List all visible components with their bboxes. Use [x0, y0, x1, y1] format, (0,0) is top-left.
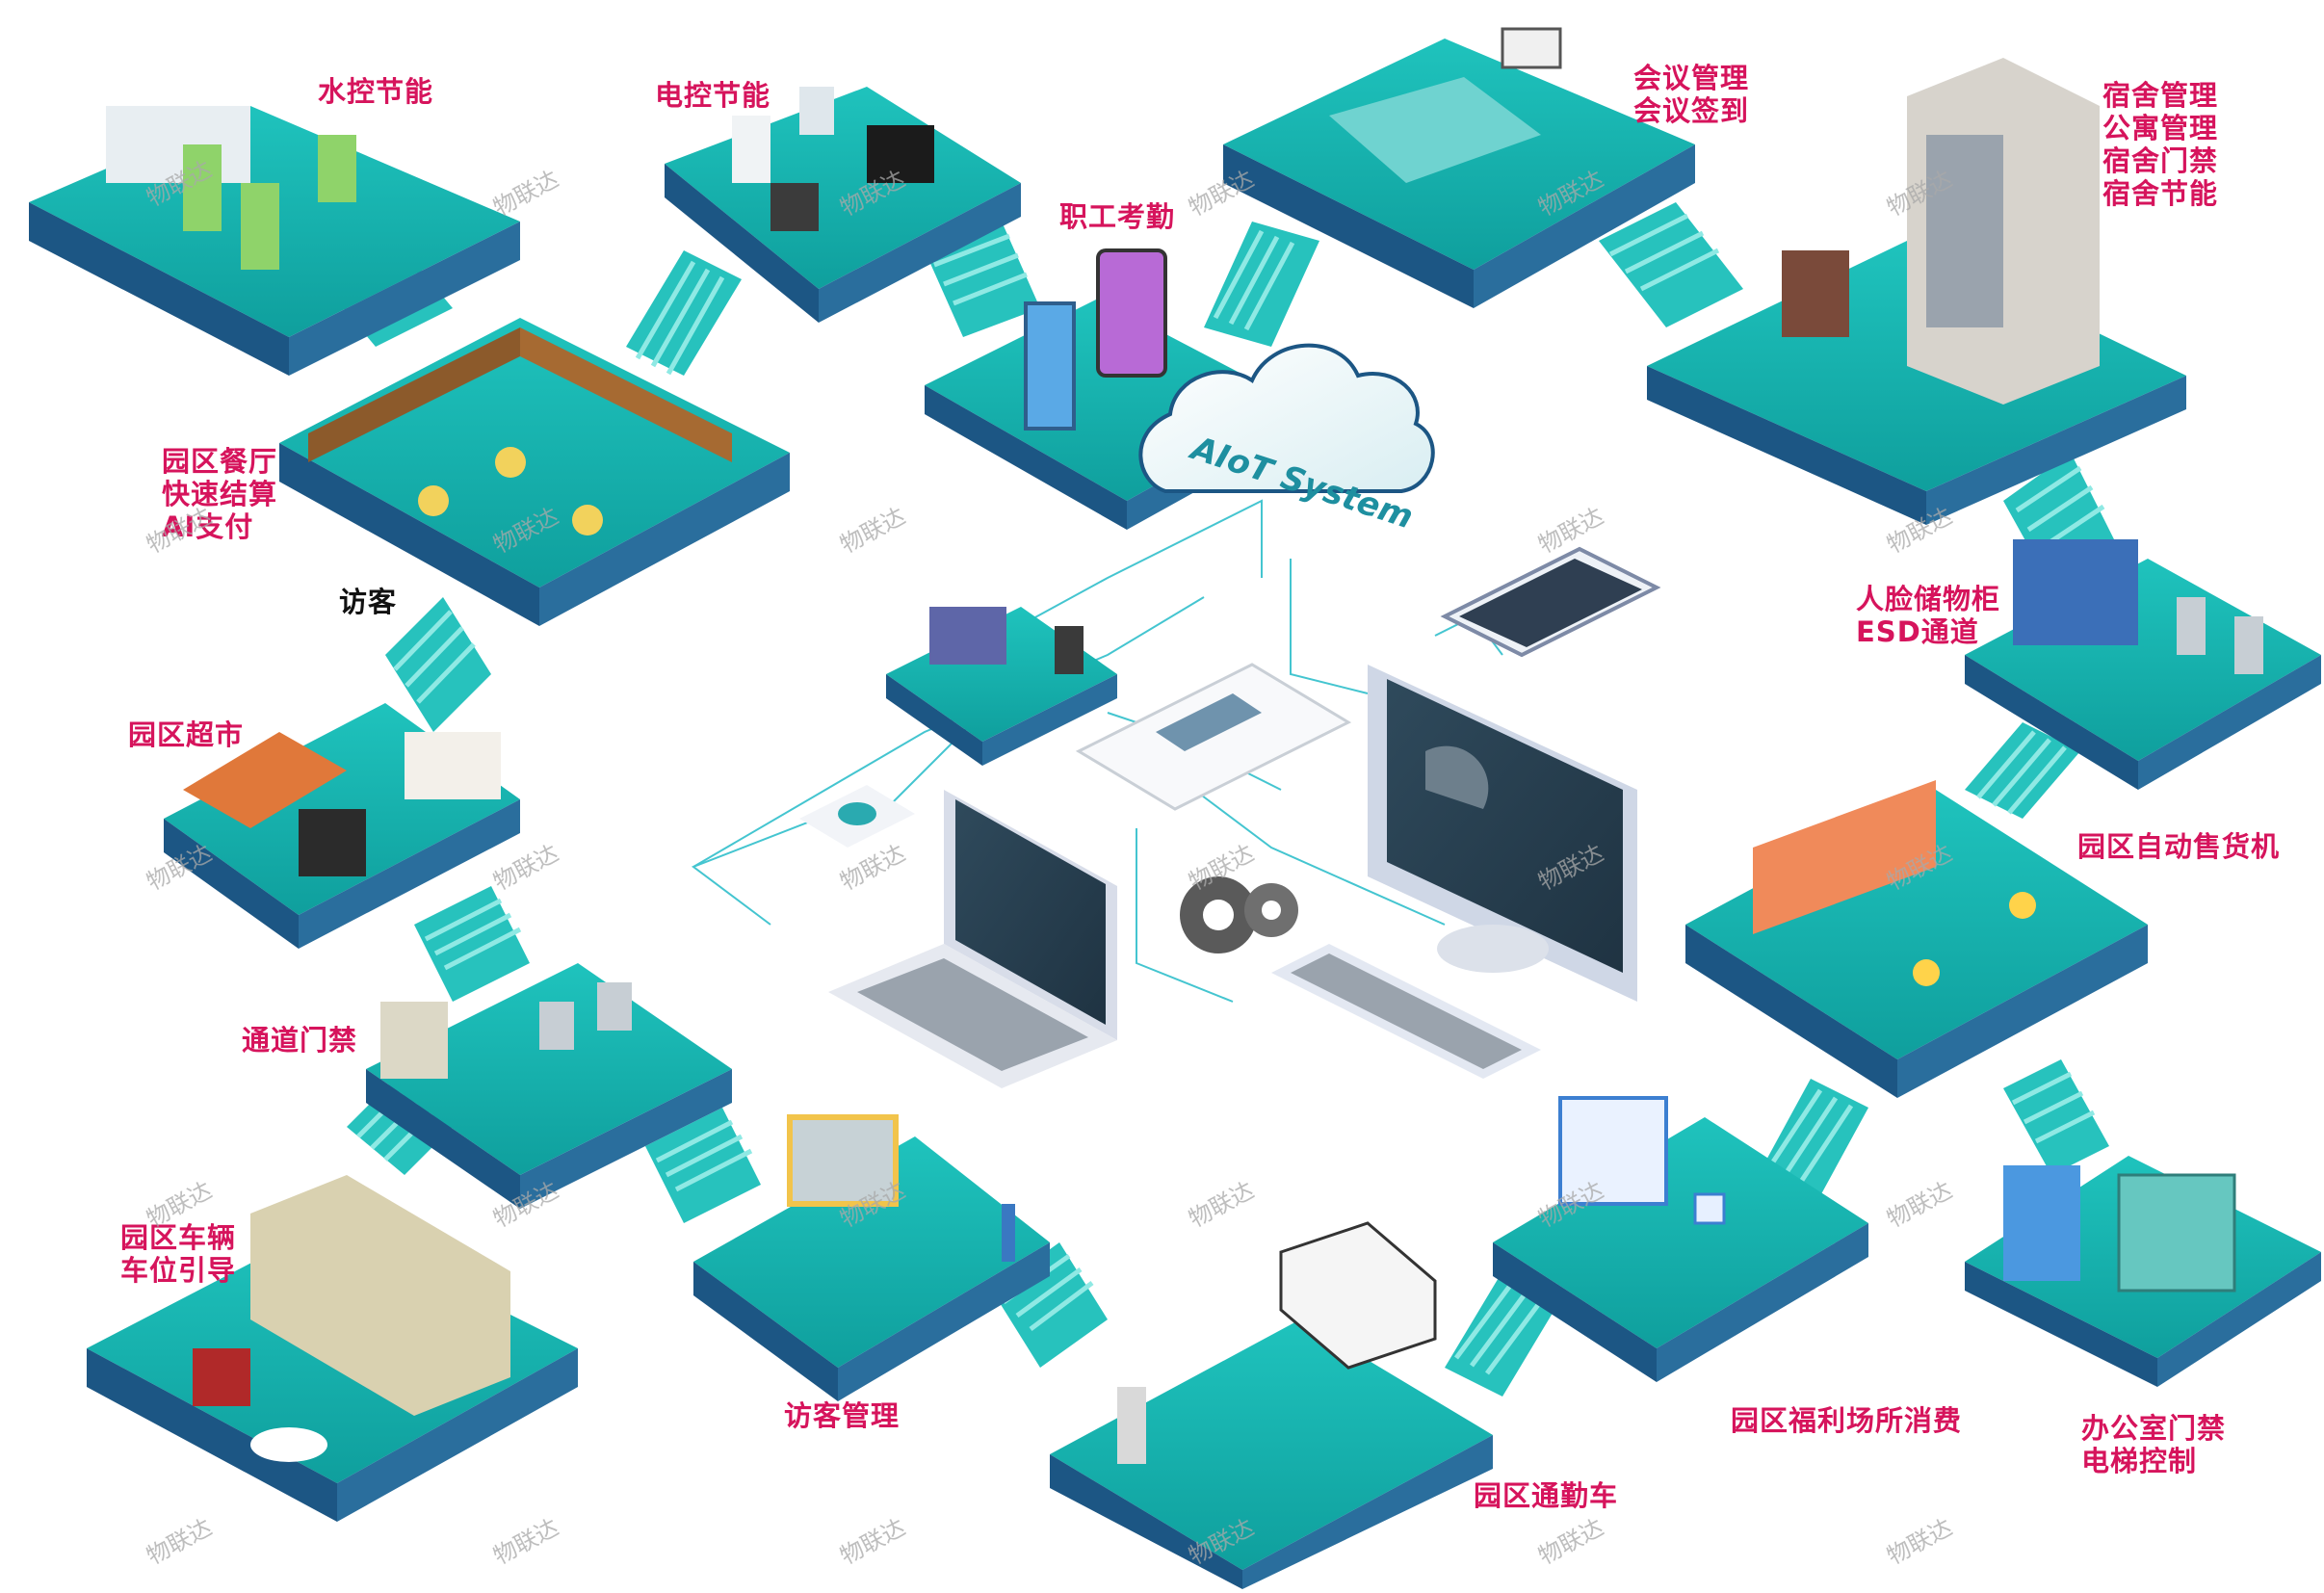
stair-vending-office — [2003, 1059, 2109, 1175]
platform-server — [886, 607, 1117, 766]
document-device — [1075, 663, 1352, 811]
platform-parking — [87, 1175, 578, 1522]
label-parking: 园区车辆 车位引导 — [120, 1221, 237, 1287]
label-attendance: 职工考勤 — [1059, 200, 1176, 233]
label-power: 电控节能 — [655, 79, 771, 112]
label-visitor: 访客 — [339, 586, 398, 618]
center-devices — [799, 546, 1661, 1088]
label-visitor-mgmt: 访客管理 — [784, 1399, 901, 1432]
stair-canteen-market — [385, 597, 491, 732]
platform-dorm — [1647, 58, 2186, 525]
stair-market-gate — [414, 886, 530, 1002]
gear-icon — [1180, 876, 1298, 953]
label-welfare: 园区福利场所消费 — [1731, 1404, 1963, 1437]
stair-shuttle-welfare — [1445, 1271, 1560, 1397]
platform-office — [1965, 1156, 2321, 1387]
platform-locker — [1965, 539, 2321, 790]
platform-gate — [366, 963, 732, 1209]
label-market: 园区超市 — [128, 718, 245, 751]
platform-canteen — [279, 318, 790, 626]
router-device — [799, 785, 915, 848]
label-gate: 通道门禁 — [242, 1024, 358, 1057]
label-shuttle: 园区通勤车 — [1474, 1479, 1619, 1512]
label-water: 水控节能 — [318, 75, 434, 108]
laptop-device — [828, 790, 1117, 1088]
platform-power — [665, 87, 1021, 323]
platform-meeting — [1223, 27, 1695, 308]
stair-canteen-power — [626, 250, 742, 376]
platform-water — [29, 106, 520, 376]
phone-device — [1440, 546, 1661, 658]
label-meeting: 会议管理 会议签到 — [1633, 62, 1750, 127]
platform-shuttle — [1050, 1221, 1493, 1589]
label-vending: 园区自动售货机 — [2077, 830, 2281, 863]
stair-attendance-meeting — [1204, 222, 1319, 347]
label-locker: 人脸储物柜 ESD通道 — [1856, 583, 2001, 648]
monitor-device — [1368, 665, 1637, 1002]
label-office: 办公室门禁 电梯控制 — [2081, 1412, 2227, 1477]
platform-vending — [1685, 780, 2148, 1098]
platform-visitor-mgmt — [693, 1114, 1050, 1401]
stair-gate-visitor — [645, 1108, 761, 1223]
stair-meeting-dorm — [1599, 202, 1743, 327]
platform-welfare — [1493, 1096, 1868, 1382]
label-canteen: 园区餐厅 快速结算 AI支付 — [162, 445, 278, 543]
stair-locker-vending — [1965, 722, 2080, 819]
keyboard-device — [1271, 944, 1541, 1079]
platform-market — [164, 703, 520, 949]
label-dorm: 宿舍管理 公寓管理 宿舍门禁 宿舍节能 — [2102, 79, 2219, 210]
